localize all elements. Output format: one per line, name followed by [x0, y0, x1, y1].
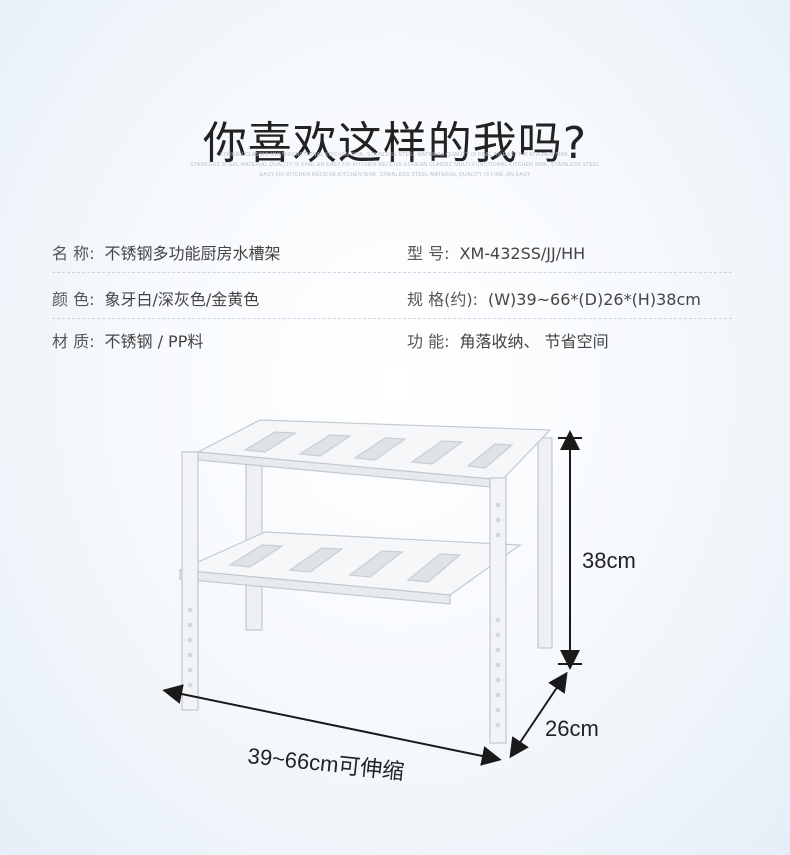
tagline-line: EASY FIX KITCHEN RECEIVE.KITCHEN SINK, S…: [259, 172, 531, 178]
dimension-arrows: [162, 430, 582, 766]
spec-size: 规 格(约): (W)39~66*(D)26*(H)38cm: [407, 286, 701, 310]
depth-dimension-label: 26cm: [545, 716, 599, 741]
spec-row-2: 颜 色: 象牙白/深灰色/金黄色 规 格(约): (W)39~66*(D)26*(H…: [52, 278, 732, 319]
spec-name: 名 称: 不锈钢多功能厨房水槽架: [52, 240, 281, 264]
shelf-product-image: [162, 419, 582, 766]
spec-value: 角落收纳、 节省空间: [459, 332, 609, 351]
spec-row-1: 名 称: 不锈钢多功能厨房水槽架 型 号: XM-432SS/JJ/HH: [52, 232, 732, 273]
spec-value: XM-432SS/JJ/HH: [459, 244, 586, 263]
spec-label: 型 号:: [407, 244, 450, 263]
shelf-leg: [537, 437, 553, 649]
spec-value: 不锈钢多功能厨房水槽架: [104, 244, 281, 263]
top-shelf-slots: [243, 431, 514, 469]
width-arrow: [162, 684, 502, 766]
tagline-line: STAINLESS STEEL MATERIAL QUALITY IS FINE…: [190, 162, 600, 168]
english-tagline: KOREAN CLASSIC MULTI-FUNCTIONAL KITCHEN …: [140, 150, 650, 180]
spec-color: 颜 色: 象牙白/深灰色/金黄色: [52, 286, 259, 310]
page-title: 你喜欢这样的我吗?: [202, 118, 588, 170]
spec-value: (W)39~66*(D)26*(H)38cm: [487, 290, 701, 309]
spec-row-3: 材 质: 不锈钢 / PP料 功 能: 角落收纳、 节省空间: [52, 320, 732, 360]
shelf-drawing: [177, 419, 553, 744]
spec-value: 不锈钢 / PP料: [104, 332, 204, 351]
spec-value: 象牙白/深灰色/金黄色: [104, 290, 260, 309]
spec-material: 材 质: 不锈钢 / PP料: [52, 328, 203, 352]
spec-label: 名 称:: [52, 244, 95, 263]
spec-label: 功 能:: [407, 332, 450, 351]
spec-label: 材 质:: [52, 332, 95, 351]
spec-label: 规 格(约):: [407, 290, 478, 309]
tagline-line: KOREAN CLASSIC MULTI-FUNCTIONAL KITCHEN …: [220, 152, 570, 158]
bottom-shelf-edge: [179, 569, 451, 605]
bottom-shelf-slots: [228, 544, 462, 583]
height-dimension-label: 38cm: [582, 548, 636, 573]
depth-arrow: [509, 671, 568, 759]
spec-function: 功 能: 角落收纳、 节省空间: [407, 328, 609, 352]
spec-label: 颜 色:: [52, 290, 95, 309]
spec-model: 型 号: XM-432SS/JJ/HH: [407, 240, 585, 264]
